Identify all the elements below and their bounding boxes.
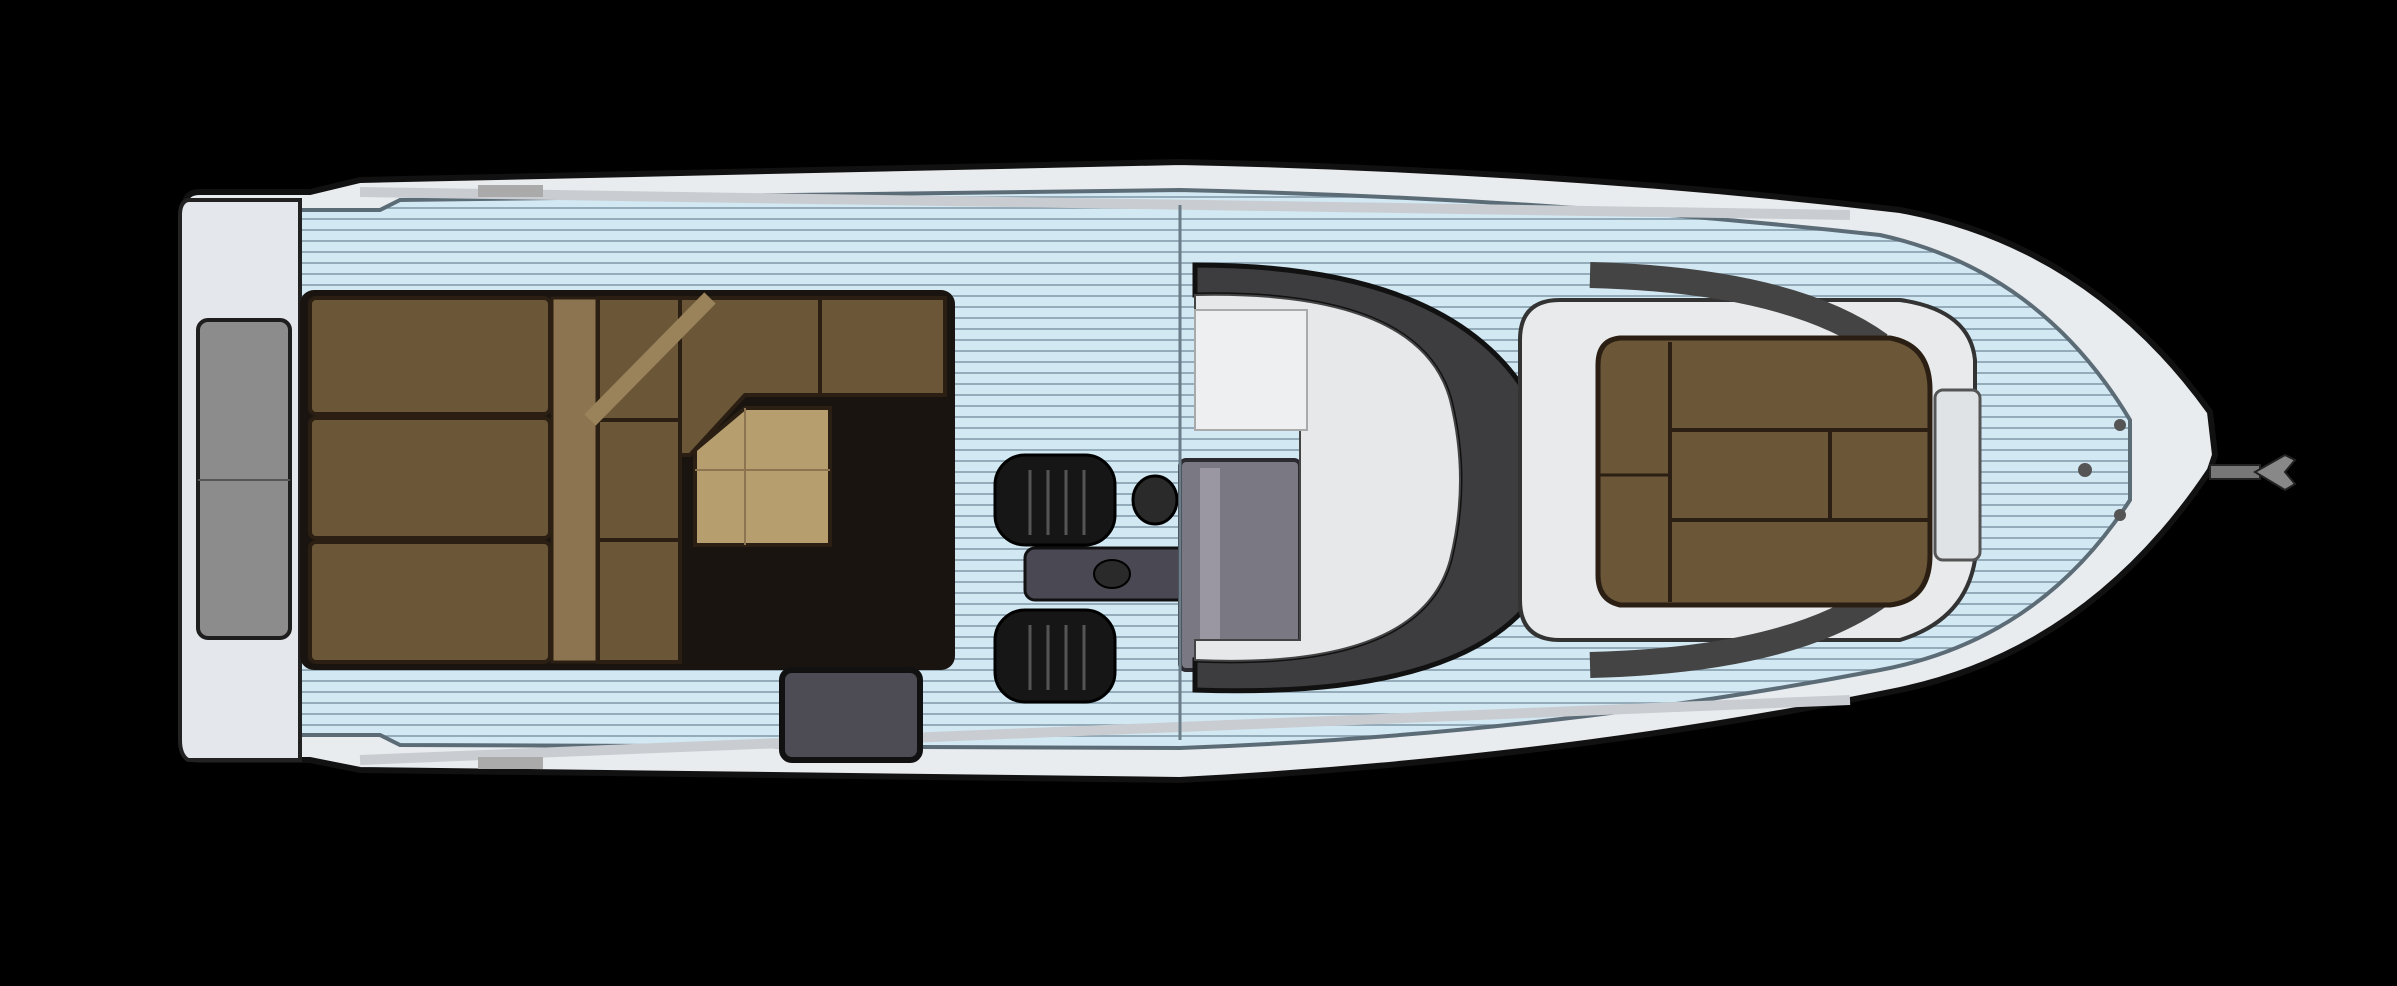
bow-sun-pad — [1595, 335, 1933, 608]
helm-seat-bottom — [993, 608, 1117, 704]
anchor-locker — [1933, 388, 1982, 562]
cockpit-hatch — [779, 667, 923, 763]
helm-seat-top — [993, 453, 1117, 547]
aft-sun-lounge — [300, 290, 955, 670]
cockpit-table — [693, 406, 832, 547]
helm-console — [1178, 458, 1302, 672]
helm-wheel-icon — [1131, 474, 1179, 526]
bow-anchor-icon — [2209, 453, 2297, 492]
